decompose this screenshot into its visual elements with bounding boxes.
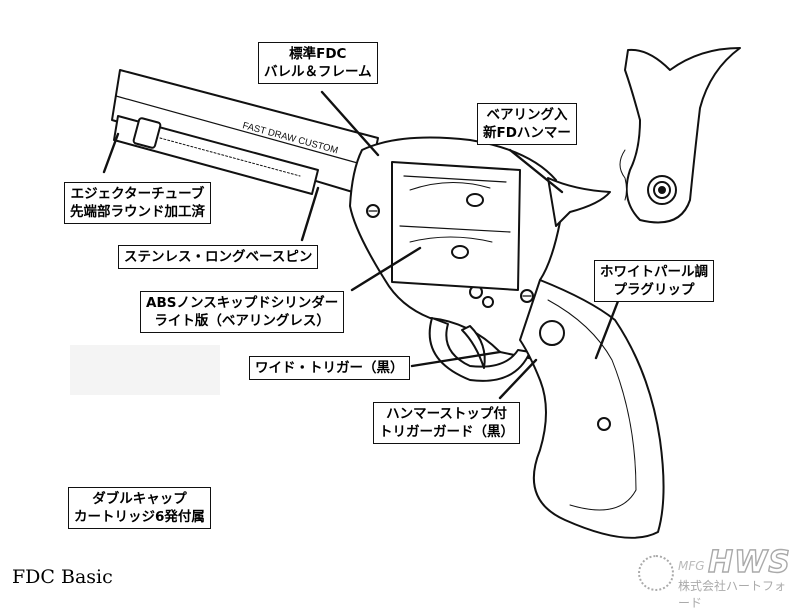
callout-base-pin: ステンレス・ロングベースピン <box>118 245 319 269</box>
callout-hammer: ベアリング入 新FDハンマー <box>477 103 577 145</box>
callout-ejector-tube: エジェクターチューブ 先端部ラウンド加工済 <box>64 182 211 224</box>
logo-mfg: MFG <box>678 559 705 573</box>
callout-trigger: ワイド・トリガー（黒） <box>249 356 410 380</box>
logo-company: 株式会社ハートフォード <box>678 579 787 610</box>
faded-watermark <box>70 345 220 395</box>
grip <box>519 279 665 539</box>
logo-brand: HWS <box>707 544 791 580</box>
callout-trigger-guard-line1: ハンマーストップ付 <box>386 406 507 422</box>
callout-cylinder-line1: ABSノンスキップドシリンダー <box>146 295 339 311</box>
callout-cylinder-line2: ライト版（ベアリングレス） <box>154 313 330 329</box>
cylinder <box>391 161 521 291</box>
callout-barrel-frame-line1: 標準FDC <box>289 46 347 62</box>
callout-hammer-line1: ベアリング入 <box>486 107 568 123</box>
brand-logo: MFG HWS 株式会社ハートフォード <box>638 544 796 610</box>
callout-base-pin-line1: ステンレス・ロングベースピン <box>124 249 313 265</box>
callout-grip-line2: プラグリップ <box>613 282 695 298</box>
callout-grip: ホワイトパール調 プラグリップ <box>594 260 714 302</box>
hammer <box>547 177 611 227</box>
callout-cylinder: ABSノンスキップドシリンダー ライト版（ベアリングレス） <box>140 291 345 333</box>
trigger <box>461 325 486 369</box>
leader-lines <box>102 90 622 400</box>
callout-cartridges-line2: カートリッジ6発付属 <box>74 509 205 525</box>
callout-ejector-line1: エジェクターチューブ <box>70 186 205 202</box>
callout-trigger-line1: ワイド・トリガー（黒） <box>255 360 404 376</box>
callout-cartridges-line1: ダブルキャップ <box>92 491 187 507</box>
detached-hammer-part <box>619 47 741 224</box>
ejector-tube <box>113 115 319 195</box>
callout-ejector-line2: 先端部ラウンド加工済 <box>70 204 205 220</box>
callout-trigger-guard: ハンマーストップ付 トリガーガード（黒） <box>373 402 520 444</box>
callout-trigger-guard-line2: トリガーガード（黒） <box>379 424 514 440</box>
callout-hammer-line2: 新FDハンマー <box>483 125 571 141</box>
callout-barrel-frame-line2: バレル＆フレーム <box>264 64 372 80</box>
callout-cartridges: ダブルキャップ カートリッジ6発付属 <box>68 487 211 529</box>
callout-grip-line1: ホワイトパール調 <box>600 264 708 280</box>
callout-barrel-frame: 標準FDC バレル＆フレーム <box>258 42 378 84</box>
logo-emblem-icon <box>638 555 674 591</box>
diagram-caption: FDC Basic <box>12 566 113 588</box>
